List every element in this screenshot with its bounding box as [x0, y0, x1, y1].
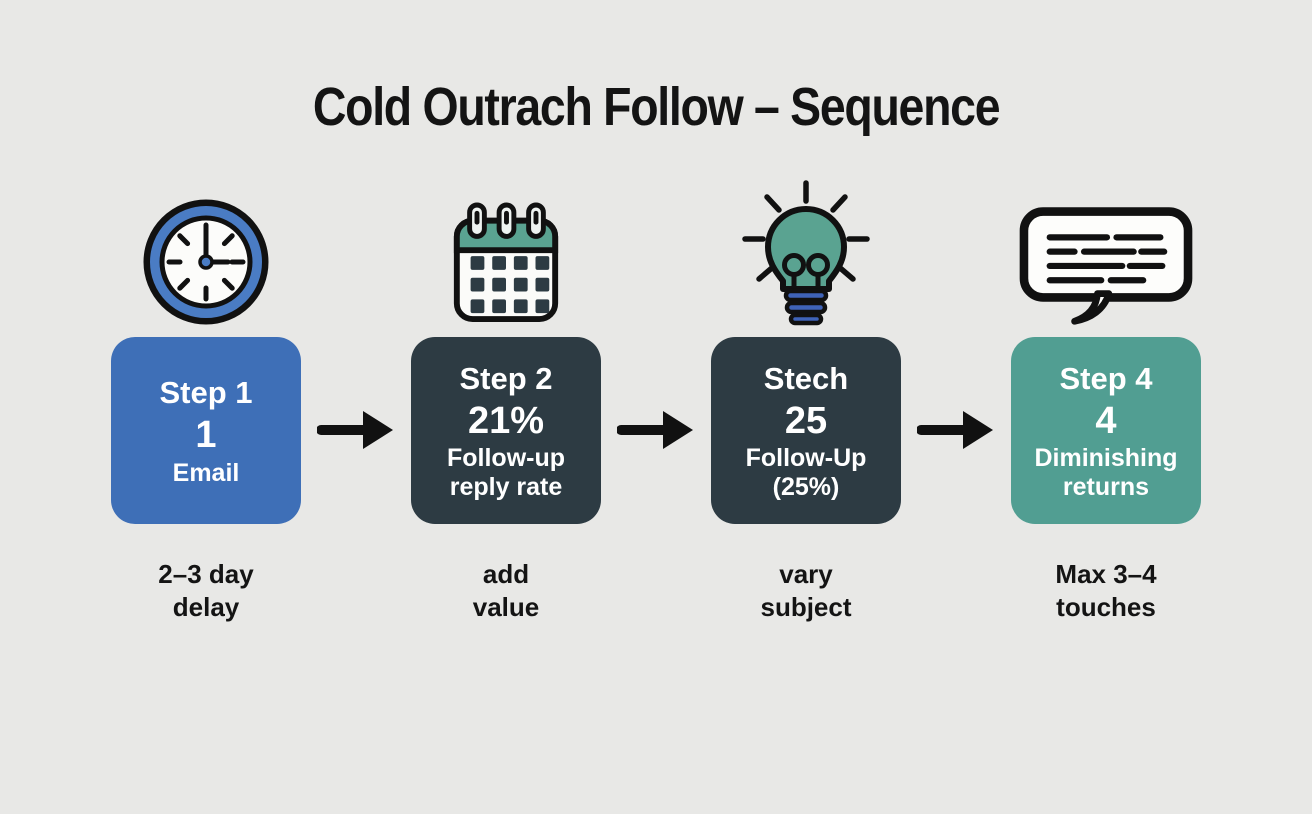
step-label: Step 4: [1059, 360, 1153, 396]
step-column-1: Step 1 1 Email 2–3 day delay: [111, 177, 301, 623]
lightbulb-icon: [731, 177, 881, 327]
page-title: Cold Outrach Follow – Sequence: [0, 77, 1312, 137]
step-caption-1: 2–3 day delay: [158, 558, 253, 623]
calendar-icon: [447, 177, 565, 327]
speech-bubble-icon: [1015, 177, 1197, 327]
step-box-2: Step 2 21% Follow-up reply rate: [411, 337, 601, 525]
step-caption-2: add value: [473, 558, 540, 623]
arrow-right-icon: [301, 405, 411, 455]
step-value: 1: [195, 414, 217, 457]
step-box-4: Step 4 4 Diminishing returns: [1011, 337, 1201, 525]
caption-line: delay: [172, 591, 240, 622]
caption-line: vary: [779, 559, 833, 590]
step-caption-4: Max 3–4 touches: [1055, 558, 1156, 623]
step-column-3: Stech 25 Follow-Up (25%) vary subject: [711, 177, 901, 623]
caption-line: add: [482, 559, 530, 590]
sequence-flow: Step 1 1 Email 2–3 day delay: [0, 177, 1312, 623]
step-caption-3: vary subject: [760, 558, 851, 623]
caption-line: value: [472, 591, 540, 622]
caption-line: 2–3 day: [158, 559, 254, 590]
step-value: 25: [784, 399, 828, 442]
step-detail: Email: [172, 458, 240, 487]
page-title-text: Cold Outrach Follow – Sequence: [312, 77, 1001, 137]
caption-line: Max 3–4: [1055, 559, 1157, 590]
step-detail: Diminishing: [1034, 444, 1178, 473]
arrow-right-icon: [901, 405, 1011, 455]
step-detail: returns: [1062, 473, 1150, 502]
clock-icon: [141, 177, 271, 327]
caption-line: subject: [760, 591, 852, 622]
step-label: Step 2: [459, 360, 553, 396]
step-value: 21%: [467, 399, 545, 442]
step-detail: reply rate: [449, 473, 563, 502]
step-column-4: Step 4 4 Diminishing returns Max 3–4 tou…: [1011, 177, 1201, 623]
step-detail: Follow-Up: [745, 444, 867, 473]
arrow-right-icon: [601, 405, 711, 455]
step-detail: (25%): [772, 473, 840, 502]
step-detail: Follow-up: [446, 444, 566, 473]
step-box-3: Stech 25 Follow-Up (25%): [711, 337, 901, 525]
step-column-2: Step 2 21% Follow-up reply rate add valu…: [411, 177, 601, 623]
caption-line: touches: [1056, 591, 1156, 622]
step-label: Stech: [763, 360, 849, 396]
step-value: 4: [1095, 399, 1117, 442]
step-label: Step 1: [159, 375, 253, 411]
step-box-1: Step 1 1 Email: [111, 337, 301, 525]
